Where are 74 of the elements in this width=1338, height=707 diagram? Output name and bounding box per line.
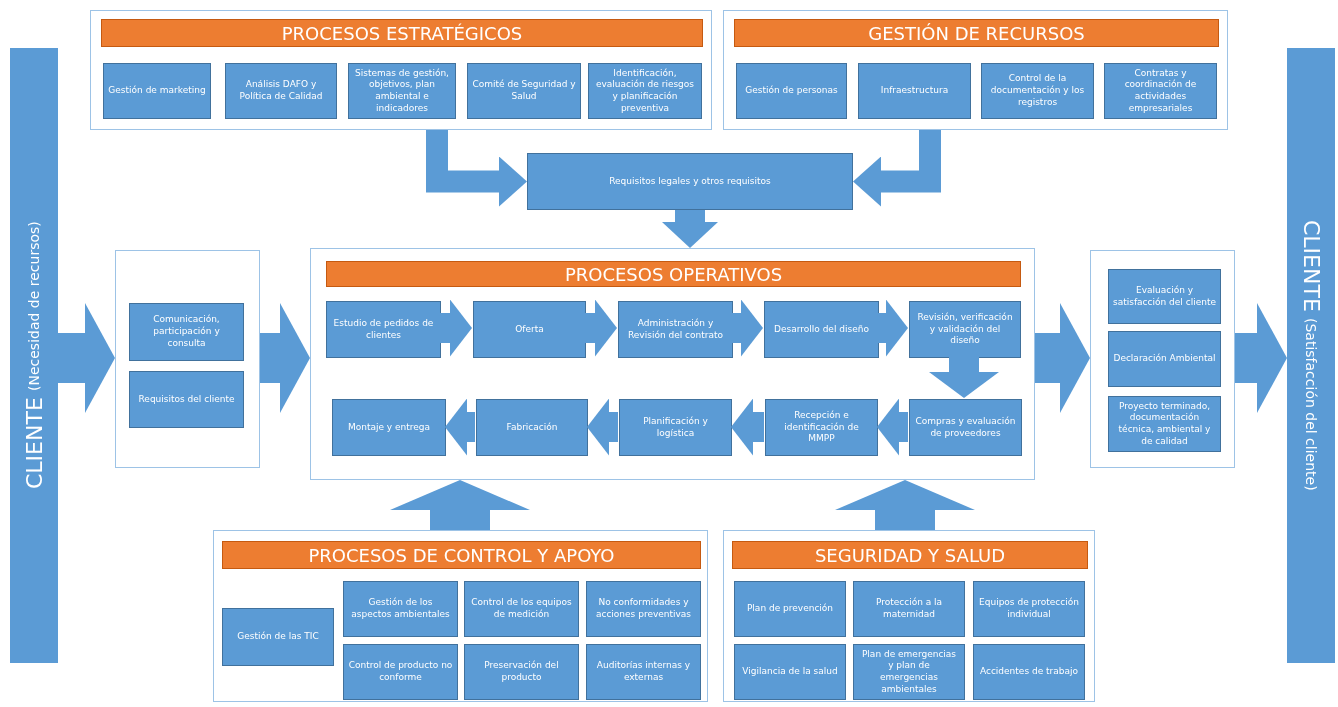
section-heading: PROCESOS ESTRATÉGICOS <box>101 19 703 47</box>
process-box: Comité de Seguridad y Salud <box>467 63 581 119</box>
input-output-panel <box>1090 250 1235 468</box>
block-arrow <box>445 398 475 456</box>
process-group-panel <box>90 10 712 130</box>
process-box: Recepción e identificación de MMPP <box>765 399 878 456</box>
block-arrow <box>853 130 941 207</box>
block-arrow <box>58 303 115 413</box>
section-heading: GESTIÓN DE RECURSOS <box>734 19 1219 47</box>
block-arrow <box>877 398 908 456</box>
process-group-panel <box>213 530 708 702</box>
process-box: Declaración Ambiental <box>1108 331 1221 387</box>
process-box: Revisión, verificación y validación del diseño <box>909 301 1021 358</box>
process-box: No conformidades y acciones preventivas <box>586 581 701 637</box>
client-title: CLIENTE <box>21 397 47 490</box>
process-box: Protección a la maternidad <box>853 581 965 637</box>
process-box: Control de los equipos de medición <box>464 581 579 637</box>
block-arrow <box>731 398 764 456</box>
process-box: Requisitos del cliente <box>129 371 244 428</box>
process-box: Análisis DAFO y Política de Calidad <box>225 63 337 119</box>
process-box: Desarrollo del diseño <box>764 301 879 358</box>
process-box: Auditorías internas y externas <box>586 644 701 700</box>
process-box: Estudio de pedidos de clientes <box>326 301 441 358</box>
process-group-panel <box>310 248 1035 480</box>
block-arrow <box>585 299 617 357</box>
block-arrow <box>440 299 472 357</box>
process-box: Preservación del producto <box>464 644 579 700</box>
process-box: Sistemas de gestión, objetivos, plan ambiental e indicadores <box>348 63 456 119</box>
process-box: Plan de emergencias y plan de emergencias ambientales <box>853 644 965 700</box>
process-box: Gestión de personas <box>736 63 847 119</box>
block-arrow <box>929 357 999 398</box>
process-box: Control de la documentación y los registros <box>981 63 1094 119</box>
block-arrow <box>1035 303 1090 413</box>
client-title: CLIENTE <box>1298 220 1324 313</box>
process-box: Montaje y entrega <box>332 399 446 456</box>
process-box: Control de producto no conforme <box>343 644 458 700</box>
process-box: Equipos de protección individual <box>973 581 1085 637</box>
process-box: Gestión de las TIC <box>222 608 334 666</box>
input-output-panel <box>115 250 260 468</box>
process-box: Gestión de los aspectos ambientales <box>343 581 458 637</box>
block-arrow <box>587 398 618 456</box>
block-arrow <box>732 299 763 357</box>
process-box: Identificación, evaluación de riesgos y planificación preventiva <box>588 63 702 119</box>
process-group-panel <box>723 10 1228 130</box>
client-subtitle: (Satisfacción del cliente) <box>1303 318 1319 491</box>
process-box: Fabricación <box>476 399 588 456</box>
process-box: Proyecto terminado, documentación técnica, ambiental y de calidad <box>1108 396 1221 452</box>
process-box: Gestión de marketing <box>103 63 211 119</box>
process-box: Oferta <box>473 301 586 358</box>
block-arrow <box>662 210 718 248</box>
process-box: Comunicación, participación y consulta <box>129 303 244 361</box>
process-box: Plan de prevención <box>734 581 846 637</box>
process-box: Vigilancia de la salud <box>734 644 846 700</box>
process-box: Requisitos legales y otros requisitos <box>527 153 853 210</box>
client-bar <box>1287 48 1335 663</box>
process-box: Planificación y logística <box>619 399 732 456</box>
block-arrow <box>835 480 975 530</box>
section-heading: PROCESOS DE CONTROL Y APOYO <box>222 541 701 569</box>
process-box: Infraestructura <box>858 63 971 119</box>
block-arrow <box>260 303 310 413</box>
client-subtitle: (Necesidad de recursos) <box>26 221 42 392</box>
process-box: Contratas y coordinación de actividades empresariales <box>1104 63 1217 119</box>
process-box: Accidentes de trabajo <box>973 644 1085 700</box>
process-box: Evaluación y satisfacción del cliente <box>1108 269 1221 324</box>
block-arrow <box>878 299 908 357</box>
process-group-panel <box>723 530 1095 702</box>
client-bar <box>10 48 58 663</box>
block-arrow <box>426 130 527 207</box>
section-heading: PROCESOS OPERATIVOS <box>326 261 1021 287</box>
process-box: Administración y Revisión del contrato <box>618 301 733 358</box>
process-box: Compras y evaluación de proveedores <box>909 399 1022 456</box>
section-heading: SEGURIDAD Y SALUD <box>732 541 1088 569</box>
block-arrow <box>1235 303 1287 413</box>
block-arrow <box>390 480 530 530</box>
